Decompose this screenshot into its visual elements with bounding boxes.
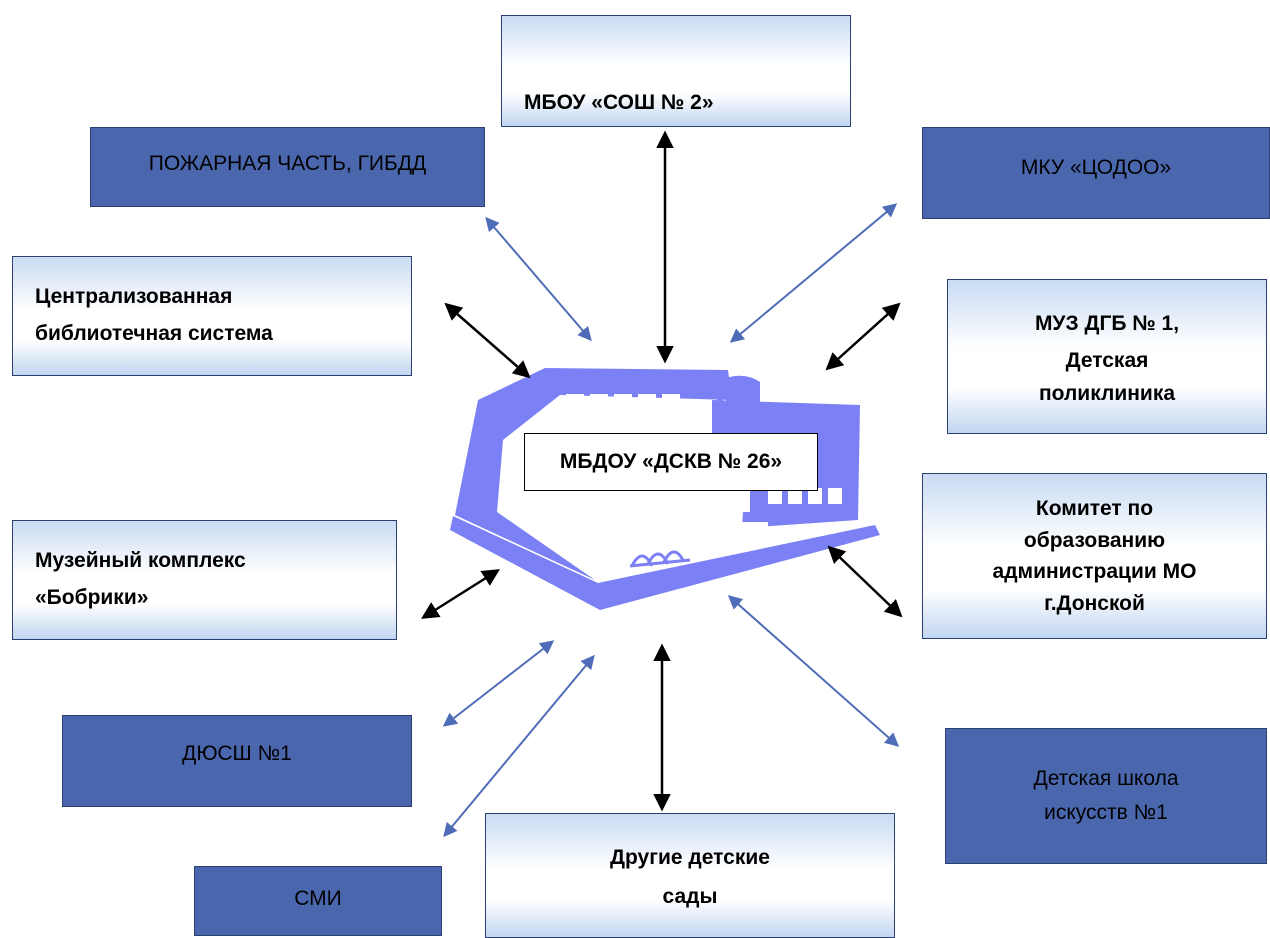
node-sport: ДЮСШ №1 — [62, 715, 412, 807]
node-committee-line-2: образованию — [1023, 528, 1166, 552]
arrow-sport — [442, 640, 555, 727]
node-hospital: МУЗ ДГБ № 1, Детская поликлиника — [947, 279, 1267, 434]
node-committee: Комитет по образованию администрации МО … — [922, 473, 1267, 639]
node-media-line-1: СМИ — [294, 887, 342, 910]
node-museum-line-1: Музейный комплекс — [35, 549, 246, 573]
node-hospital-line-3: поликлиника — [1038, 381, 1176, 405]
node-museum: Музейный комплекс «Бобрики» — [12, 520, 397, 640]
building-base-band — [450, 516, 880, 610]
node-arts-line-1: Детская школа — [1033, 767, 1179, 791]
node-arts: Детская школа искусств №1 — [945, 728, 1267, 864]
node-mku: МКУ «ЦОДОО» — [922, 127, 1270, 219]
node-committee-line-4: г.Донской — [1044, 591, 1145, 615]
node-library-line-2: библиотечная система — [35, 322, 273, 345]
arrow-library — [444, 302, 531, 379]
arrows — [421, 130, 903, 838]
flagpole — [717, 372, 723, 456]
node-library: Централизованная библиотечная система — [12, 256, 412, 376]
node-committee-line-1: Комитет по — [1035, 497, 1154, 520]
node-school-line-1: МБОУ «СОШ № 2» — [524, 90, 714, 114]
node-sport-line-1: ДЮСШ №1 — [182, 742, 292, 765]
node-media: СМИ — [194, 866, 442, 936]
arrow-fire — [485, 216, 592, 342]
node-school: МБОУ «СОШ № 2» — [501, 15, 851, 127]
node-library-line-1: Централизованная — [35, 285, 233, 309]
node-kindergartens-line-2: сады — [662, 885, 718, 909]
node-kindergartens: Другие детские сады — [485, 813, 895, 938]
node-hospital-line-2: Детская — [1065, 348, 1149, 372]
arrow-committee — [827, 545, 903, 618]
arrow-media — [443, 654, 595, 838]
node-kindergartens-line-1: Другие детские — [610, 846, 770, 869]
node-museum-line-2: «Бобрики» — [35, 586, 149, 609]
node-arts-line-2: искусств №1 — [1044, 801, 1168, 824]
center-node-label: МБДОУ «ДСКВ № 26» — [524, 433, 818, 491]
node-mku-line-1: МКУ «ЦОДОО» — [1020, 156, 1172, 179]
building-left-wing — [455, 368, 732, 580]
node-hospital-line-1: МУЗ ДГБ № 1, — [1034, 312, 1180, 336]
arrow-mku — [729, 203, 898, 343]
arrow-museum — [421, 569, 500, 619]
node-fire: ПОЖАРНАЯ ЧАСТЬ, ГИБДД — [90, 127, 485, 207]
arrow-arts — [727, 595, 900, 747]
node-fire-line-1: ПОЖАРНАЯ ЧАСТЬ, ГИБДД — [148, 152, 427, 175]
arrow-hospital — [825, 302, 901, 371]
arches-decoration — [629, 550, 691, 568]
node-committee-line-3: администрации МО — [992, 560, 1197, 583]
flag-icon — [726, 375, 760, 410]
